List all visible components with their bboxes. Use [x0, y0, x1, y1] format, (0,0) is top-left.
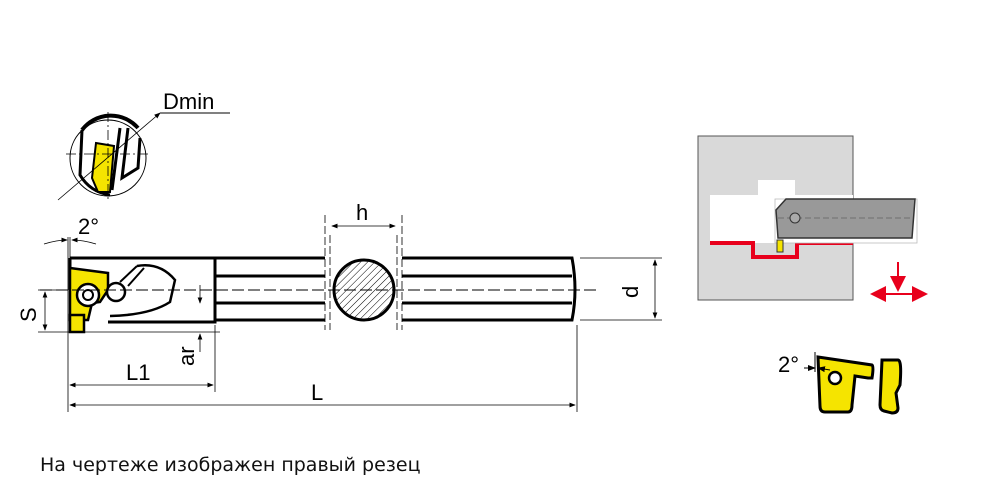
- screw-icon: [75, 282, 101, 308]
- ar-label: ar: [174, 346, 199, 366]
- length-dimensions: L1 L: [67, 325, 578, 412]
- insert-detail: [90, 141, 116, 193]
- l-label: L: [311, 380, 323, 405]
- boring-bar-side-view: [40, 215, 600, 334]
- angle-dimension-top: 2°: [43, 214, 99, 335]
- angle-label-top: 2°: [78, 214, 99, 239]
- insert-profile: 2°: [778, 352, 903, 415]
- detail-view-dmin: Dmin: [57, 89, 230, 201]
- h-label: h: [356, 200, 368, 225]
- dmin-label: Dmin: [163, 89, 214, 114]
- h-dimension: h: [331, 200, 396, 229]
- d-dimension: d: [580, 257, 662, 321]
- s-dimension: S: [16, 289, 220, 333]
- d-label: d: [618, 286, 643, 298]
- angle-label-insert: 2°: [778, 352, 799, 377]
- caption: На чертеже изображен правый резец: [40, 454, 421, 476]
- l1-label: L1: [126, 360, 150, 385]
- shank-cross-section: [332, 258, 396, 322]
- machining-illustration: [697, 135, 928, 302]
- ar-dimension: ar: [174, 285, 203, 366]
- s-label: S: [16, 307, 41, 322]
